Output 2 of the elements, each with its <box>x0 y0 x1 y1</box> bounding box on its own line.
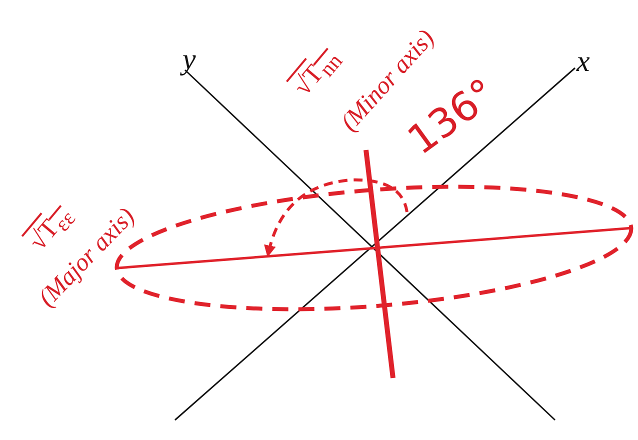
axis-label: x <box>576 47 590 77</box>
axis-label: y <box>182 45 196 75</box>
